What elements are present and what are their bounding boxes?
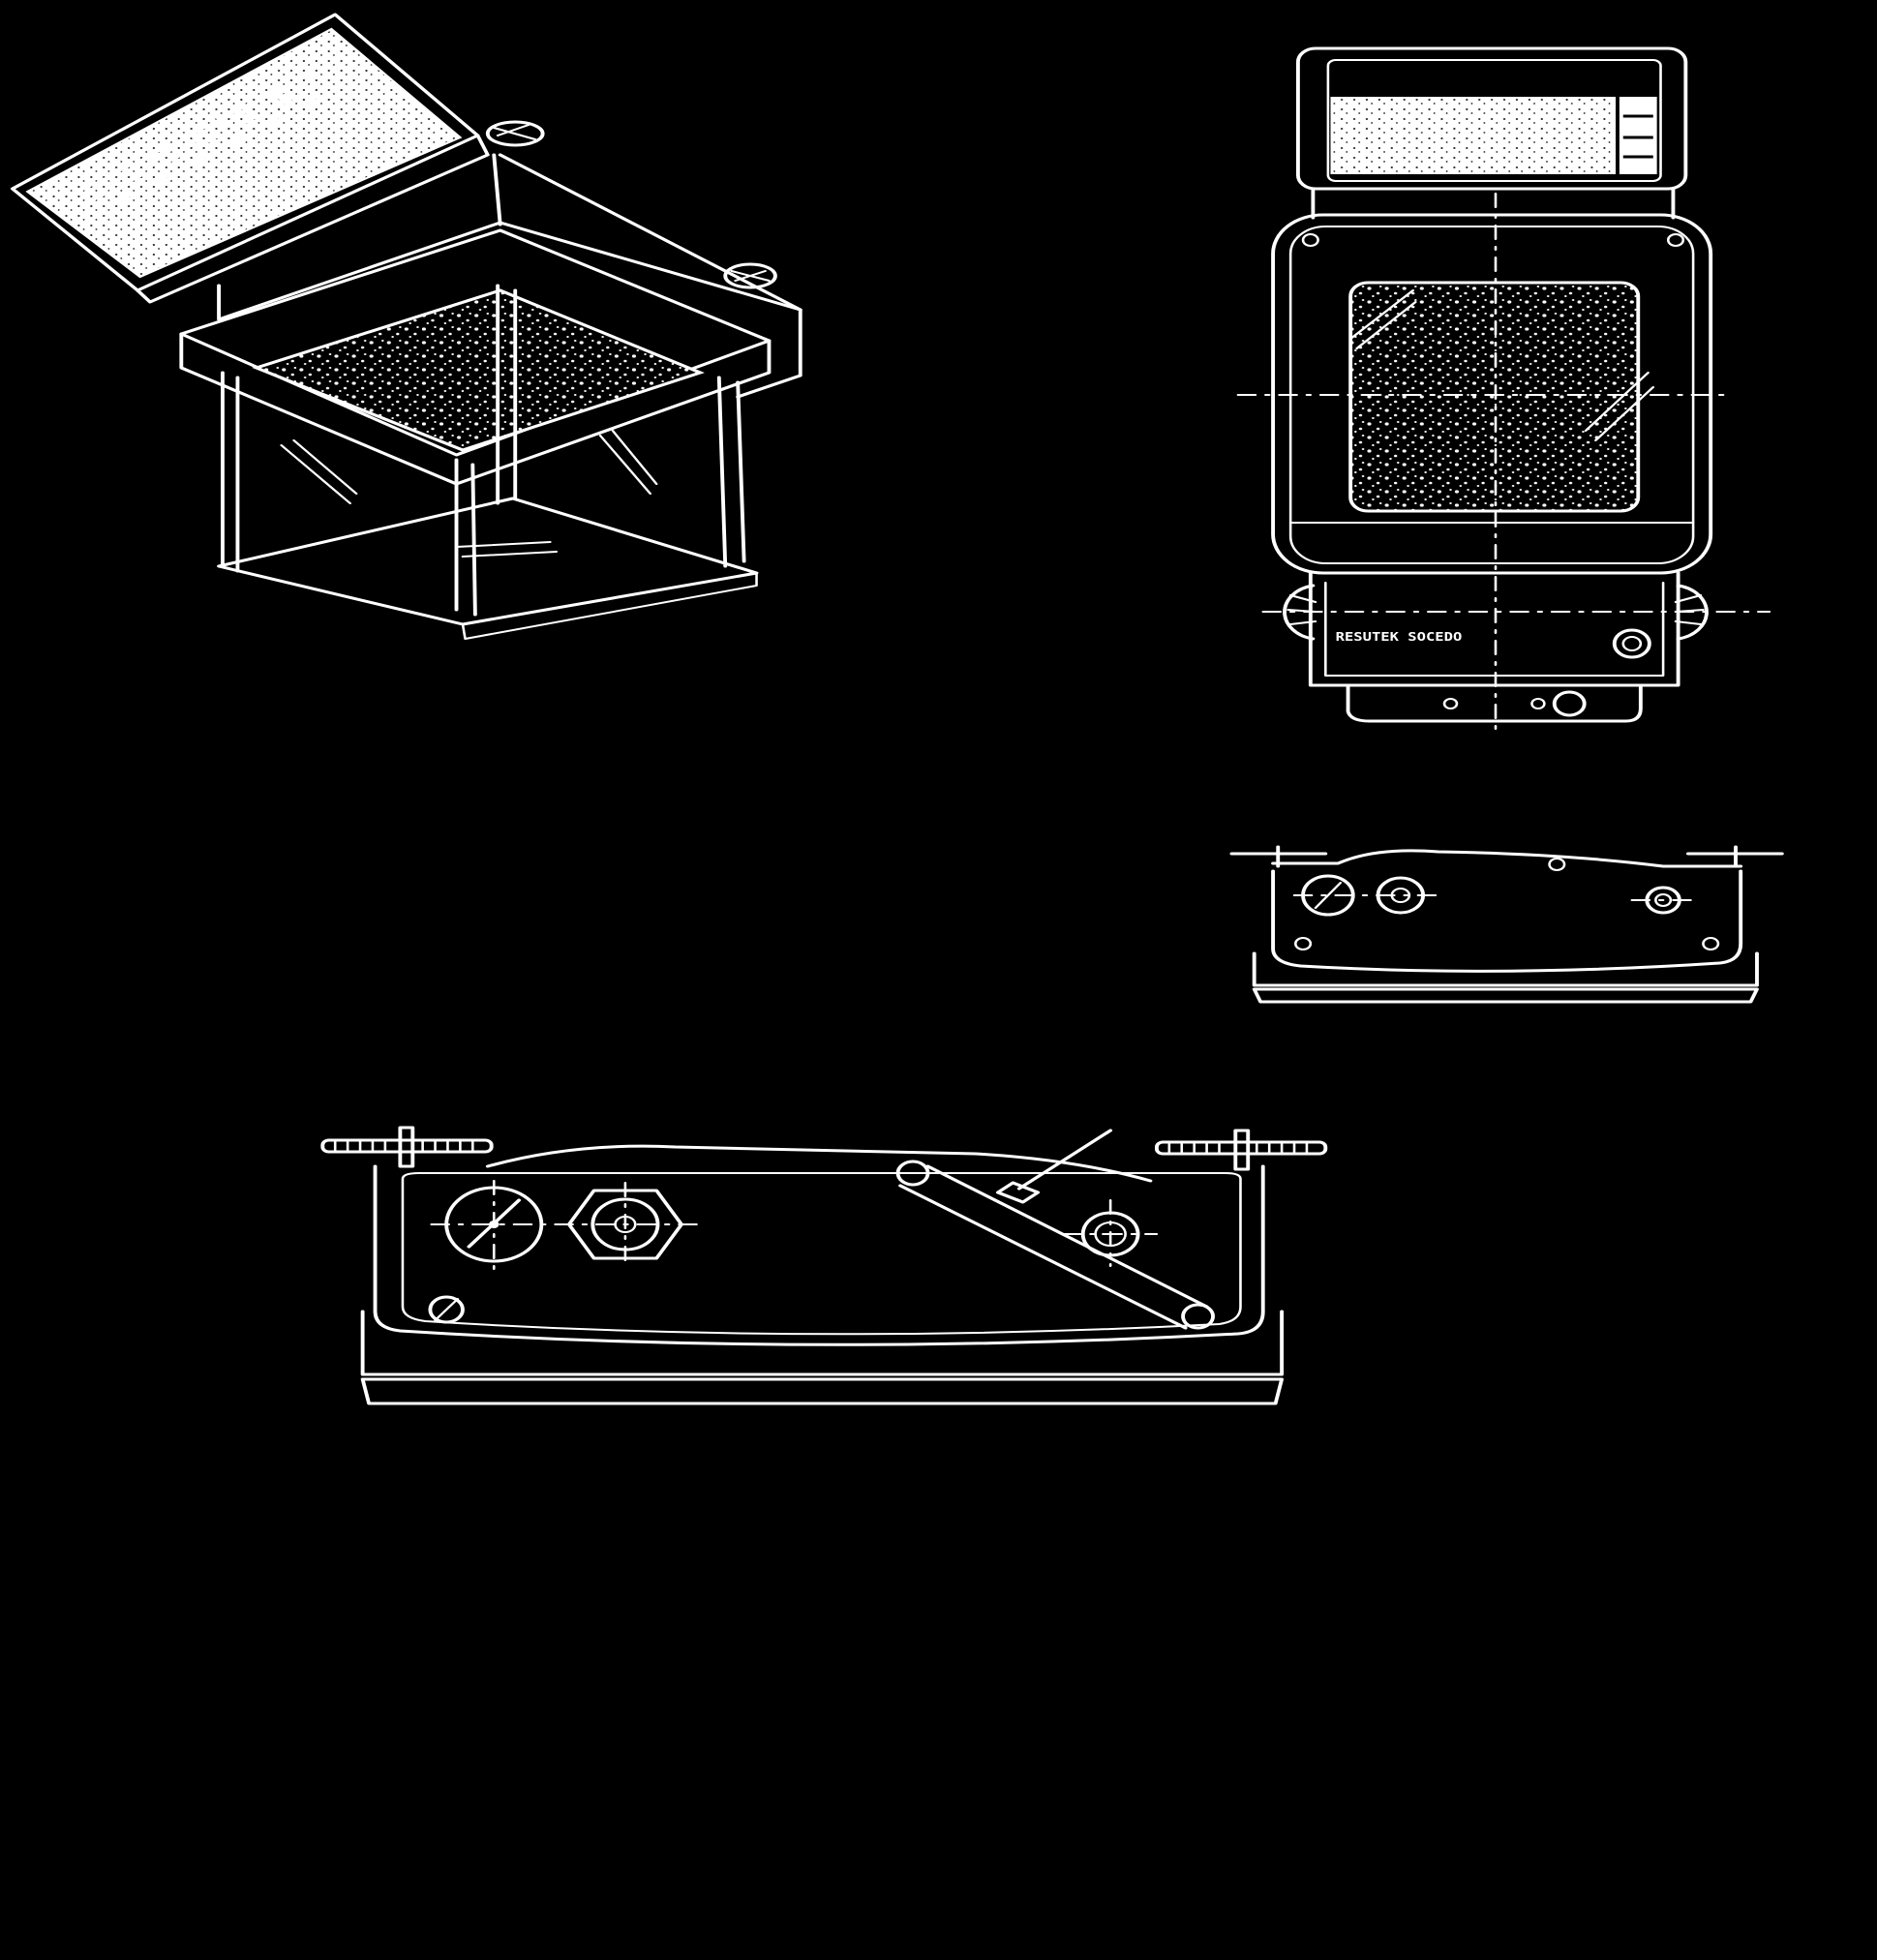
adjusting-knob-top xyxy=(485,120,545,147)
scale-lines xyxy=(74,72,324,212)
display-panel: ◖▬ ◗ ▮ ◐ ▤ xyxy=(10,13,490,304)
front-label: RESUTEK SOCEDO xyxy=(1336,631,1463,645)
housing-profile xyxy=(360,1144,1285,1405)
side-view-small xyxy=(1229,845,1784,1004)
threaded-rod-left xyxy=(320,1126,494,1168)
pivot-lever xyxy=(895,1129,1215,1330)
glass-reflection xyxy=(598,430,658,495)
isometric-view: ◖▬ ◗ ▮ ◐ ▤ xyxy=(10,13,802,640)
diffuser-window xyxy=(1348,281,1655,513)
display-header xyxy=(1295,46,1688,191)
adjusting-knob-side xyxy=(723,262,777,289)
threaded-rod-right xyxy=(1154,1129,1328,1171)
window-reflection xyxy=(1348,289,1417,349)
glass-reflection xyxy=(280,439,358,504)
side-view-large xyxy=(320,1126,1328,1405)
window-reflection xyxy=(1584,372,1655,441)
mounting-foot xyxy=(1346,683,1643,723)
screw-head xyxy=(428,1295,465,1324)
diffuser-screen xyxy=(252,288,705,452)
transparent-enclosure xyxy=(217,284,759,640)
housing-body xyxy=(179,153,802,486)
glass-reflection xyxy=(455,541,559,558)
front-view: RESUTEK SOCEDO xyxy=(1236,46,1771,732)
